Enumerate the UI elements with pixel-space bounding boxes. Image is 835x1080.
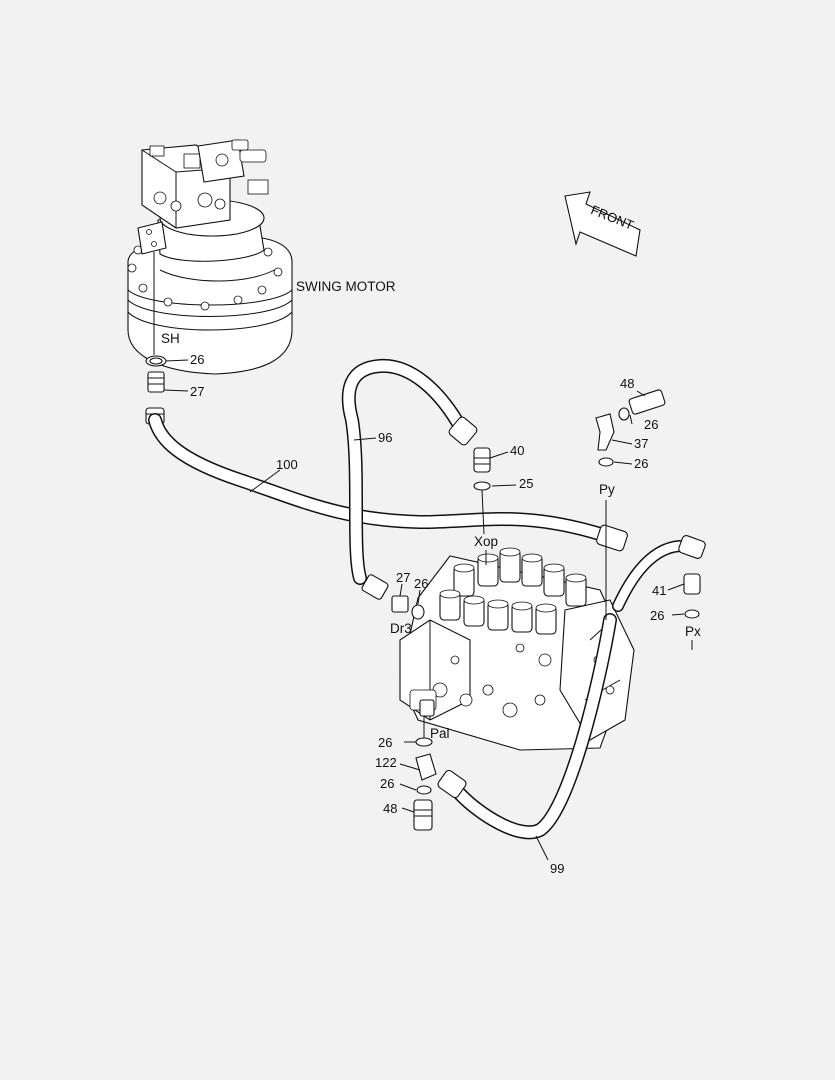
callout-26-pal: 26: [378, 735, 392, 750]
xop-label: Xop: [474, 534, 498, 549]
oring-26-py: [598, 457, 614, 467]
xop-leader: [481, 489, 485, 535]
callout-27-sh: 27: [190, 384, 204, 399]
callout-25: 25: [519, 476, 533, 491]
fitting-41: [683, 573, 701, 595]
swing-motor-label: SWING MOTOR: [296, 279, 396, 294]
oring-26-low: [416, 785, 432, 795]
callout-27-dr3: 27: [396, 570, 410, 585]
sensor-48-top: [618, 389, 666, 421]
fitting-40: [473, 447, 491, 473]
callout-26-dr3: 26: [414, 576, 428, 591]
oring-25: [473, 481, 491, 491]
sh-label: SH: [161, 331, 180, 346]
hose-99: [437, 613, 617, 840]
py-label: Py: [599, 482, 615, 497]
hose-96: [341, 358, 478, 600]
oring-26-px: [684, 609, 700, 619]
pal-label: Pal: [430, 726, 450, 741]
dr3-label: Dr3: [390, 621, 412, 636]
callout-48-top: 48: [620, 376, 634, 391]
callout-100: 100: [276, 457, 298, 472]
callout-26-sh: 26: [190, 352, 204, 367]
hose-100: [148, 413, 628, 552]
hose-px: [612, 535, 706, 612]
leader-lines: [163, 359, 685, 861]
px-label: Px: [685, 624, 701, 639]
callout-99: 99: [550, 861, 564, 876]
front-arrow-icon: FRONT: [564, 191, 641, 257]
callout-41: 41: [652, 583, 666, 598]
callout-26-low: 26: [380, 776, 394, 791]
swing-motor: [127, 139, 293, 375]
callout-26-py: 26: [634, 456, 648, 471]
control-valve: [399, 547, 635, 751]
fitting-37: [595, 413, 615, 451]
fitting-27-dr3: [391, 595, 425, 620]
sensor-48-low: [413, 799, 433, 831]
callout-37: 37: [634, 436, 648, 451]
fitting-122: [415, 753, 437, 781]
callout-48-low: 48: [383, 801, 397, 816]
callout-96: 96: [378, 430, 392, 445]
callout-40: 40: [510, 443, 524, 458]
callout-122: 122: [375, 755, 397, 770]
callout-26-top: 26: [644, 417, 658, 432]
callout-26-px: 26: [650, 608, 664, 623]
